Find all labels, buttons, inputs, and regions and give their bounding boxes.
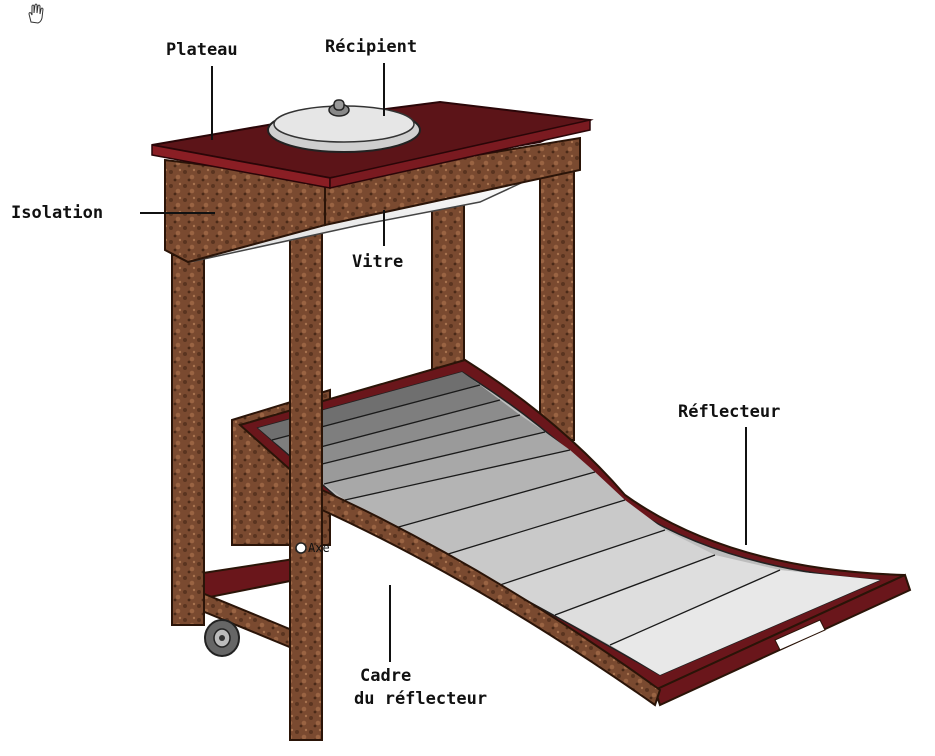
pot-icon	[267, 99, 421, 153]
front-right-leg	[289, 209, 323, 741]
label-axe: Axe	[308, 541, 330, 555]
hand-cursor-icon	[28, 3, 44, 24]
plateau-edge-side	[329, 119, 591, 189]
label-plateau: Plateau	[166, 40, 238, 60]
front-left-leg	[171, 254, 205, 626]
back-right-leg	[539, 159, 575, 441]
insulation-box-side	[324, 136, 581, 227]
label-cadre-line2: du réflecteur	[354, 689, 488, 709]
reflector-panel	[237, 358, 912, 707]
label-vitre: Vitre	[352, 252, 404, 272]
leader-lines	[140, 63, 747, 662]
reflector-frame	[299, 478, 662, 707]
axis-point	[295, 542, 307, 554]
label-reflecteur: Réflecteur	[678, 402, 781, 422]
label-cadre-line1: Cadre	[360, 666, 412, 686]
wheel-icon	[204, 619, 240, 657]
label-recipient: Récipient	[325, 37, 418, 57]
label-isolation: Isolation	[11, 203, 104, 223]
